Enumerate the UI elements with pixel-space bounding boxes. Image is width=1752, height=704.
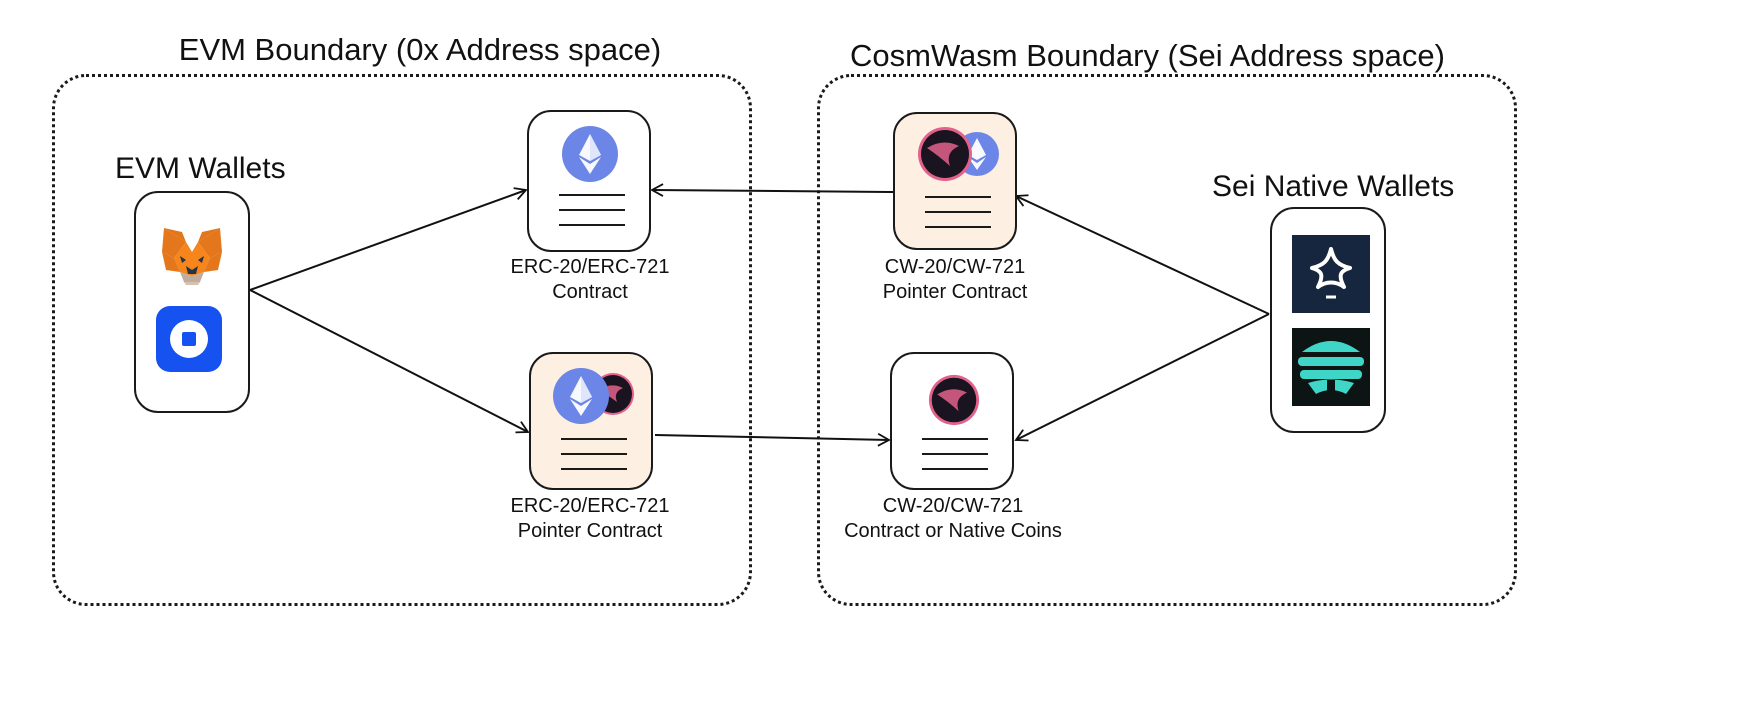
evm-wallets-card bbox=[134, 191, 250, 413]
fin-wallet-icon bbox=[1292, 328, 1370, 406]
erc-contract-label-line2: Contract bbox=[552, 281, 628, 303]
arrow-evm-wallets-to-erc-pointer bbox=[249, 289, 530, 434]
doc-line bbox=[925, 211, 991, 213]
erc-contract-card bbox=[527, 110, 651, 252]
cw-pointer-label: CW-20/CW-721 Pointer Contract bbox=[845, 255, 1065, 305]
sei-icon bbox=[918, 127, 972, 181]
arrow-sei-wallets-to-cw-contract bbox=[1014, 313, 1270, 442]
arrow-sei-wallets-to-cw-pointer bbox=[1014, 194, 1270, 315]
evm-boundary bbox=[52, 74, 752, 606]
cosmwasm-boundary-title: CosmWasm Boundary (Sei Address space) bbox=[850, 38, 1445, 73]
sei-icon bbox=[928, 374, 980, 426]
doc-line bbox=[922, 468, 988, 470]
doc-line bbox=[559, 194, 625, 196]
compass-wallet-icon bbox=[1292, 235, 1370, 313]
sei-wallets-title: Sei Native Wallets bbox=[1212, 170, 1455, 203]
erc-pointer-label-line1: ERC-20/ERC-721 bbox=[510, 495, 670, 517]
doc-line bbox=[925, 226, 991, 228]
ethereum-icon bbox=[553, 368, 609, 424]
doc-line bbox=[561, 438, 627, 440]
doc-line bbox=[561, 453, 627, 455]
erc-contract-label: ERC-20/ERC-721 Contract bbox=[480, 255, 700, 305]
arrow-cw-pointer-to-erc-contract bbox=[650, 183, 894, 197]
cw-pointer-label-line2: Pointer Contract bbox=[882, 281, 1028, 303]
arrow-evm-wallets-to-erc-contract bbox=[249, 187, 528, 291]
doc-line bbox=[559, 209, 625, 211]
cw-contract-label: CW-20/CW-721 Contract or Native Coins bbox=[822, 494, 1084, 544]
erc-pointer-label-line2: Pointer Contract bbox=[517, 520, 663, 542]
cw-contract-card bbox=[890, 352, 1014, 490]
cw-contract-label-line2: Contract or Native Coins bbox=[844, 520, 1062, 542]
doc-line bbox=[561, 468, 627, 470]
erc-pointer-label: ERC-20/ERC-721 Pointer Contract bbox=[480, 494, 700, 544]
evm-boundary-title: EVM Boundary (0x Address space) bbox=[178, 32, 662, 67]
doc-line bbox=[922, 453, 988, 455]
metamask-fox-icon bbox=[162, 228, 222, 285]
cw-pointer-label-line1: CW-20/CW-721 bbox=[884, 256, 1026, 278]
ethereum-icon bbox=[562, 126, 618, 182]
coinbase-wallet-icon bbox=[156, 306, 222, 372]
doc-line bbox=[559, 224, 625, 226]
evm-wallets-title: EVM Wallets bbox=[115, 152, 286, 185]
doc-line bbox=[922, 438, 988, 440]
arrow-erc-pointer-to-cw-contract bbox=[654, 432, 891, 447]
cw-contract-label-line1: CW-20/CW-721 bbox=[882, 495, 1024, 517]
cw-pointer-card bbox=[893, 112, 1017, 250]
doc-line bbox=[925, 196, 991, 198]
erc-contract-label-line1: ERC-20/ERC-721 bbox=[510, 256, 670, 278]
erc-pointer-card bbox=[529, 352, 653, 490]
cosmwasm-boundary bbox=[817, 74, 1517, 606]
